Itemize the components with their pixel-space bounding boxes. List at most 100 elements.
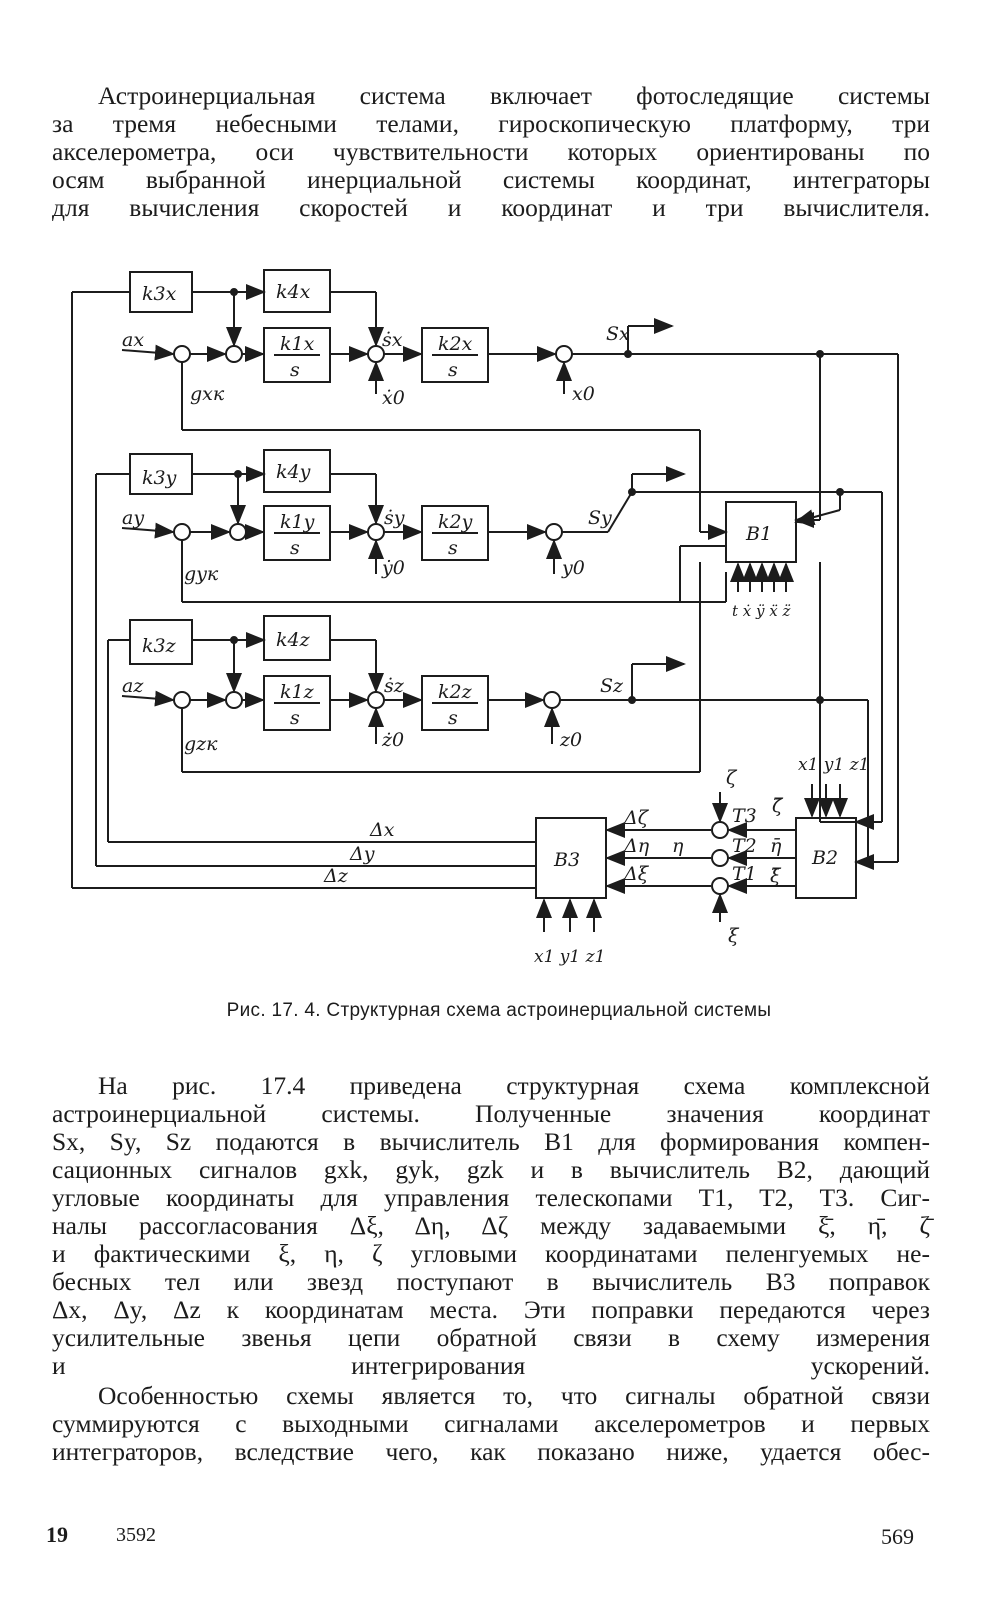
- text-line: усилительные звенья цепи обратной связи …: [52, 1323, 930, 1352]
- sum-node: [173, 523, 191, 541]
- label-k4y: k4y: [276, 461, 311, 483]
- label-k4z: k4z: [276, 629, 311, 651]
- label-zeta-bar: ζ̄: [772, 795, 784, 817]
- text-line: интеграторов, вследствие чего, как показ…: [52, 1437, 930, 1466]
- sum-node: [229, 523, 247, 541]
- label-sz: Sz: [600, 675, 624, 697]
- text-line: бесных тел или звезд поступают в вычисли…: [52, 1267, 930, 1296]
- sum-node: [545, 523, 563, 541]
- label-ax: ax: [122, 329, 144, 351]
- label-y0: y0: [561, 557, 585, 579]
- text-line: акселерометра, оси чувствительности кото…: [52, 137, 930, 166]
- label-dx: Δx: [369, 819, 395, 841]
- label-xi: ξ: [728, 925, 740, 947]
- label-dz: Δz: [323, 865, 349, 887]
- label-dy: Δy: [349, 843, 375, 865]
- text-line: и фактическими ξ, η, ζ угловыми координа…: [52, 1239, 930, 1268]
- z-channel: [108, 562, 869, 862]
- label-y0-dot: ẏ0: [381, 557, 405, 579]
- label-eta-bar: η̄: [770, 835, 782, 857]
- label-t2: T2: [732, 835, 757, 857]
- label-k4x: k4x: [276, 281, 311, 303]
- label-b2-inputs: x1 y1 z1: [798, 755, 869, 775]
- page-number: 569: [881, 1524, 914, 1549]
- label-z0: z0: [559, 729, 582, 751]
- text-line: угловые координаты для управления телеск…: [52, 1183, 930, 1212]
- label-b1-inputs: t ẋ ÿ ẍ z̈: [732, 602, 791, 620]
- label-x0: x0: [572, 383, 595, 405]
- text-line: На рис. 17.4 приведена структурная схема…: [98, 1071, 930, 1100]
- label-dzeta: Δζ: [623, 807, 650, 829]
- label-k2y: k2y: [438, 511, 473, 533]
- label-deta: Δη: [623, 835, 650, 857]
- label-dxi: Δξ: [623, 863, 650, 885]
- label-az: az: [122, 675, 144, 697]
- y-channel: [96, 449, 883, 830]
- body-paragraph: Особенностью схемы является то, что сигн…: [52, 1382, 930, 1466]
- body-paragraph: На рис. 17.4 приведена структурная схема…: [52, 1072, 930, 1380]
- text-line: осям выбранной инерциальной системы коор…: [52, 165, 930, 194]
- block-k3z: [129, 619, 193, 665]
- label-sx: Sx: [606, 323, 630, 345]
- feedback-lines: [71, 292, 536, 889]
- sum-node: [173, 691, 191, 709]
- label-z0-dot: ż0: [381, 729, 404, 751]
- label-xi-bar: ξ̄: [770, 865, 782, 887]
- label-sy-dot: ṡy: [384, 507, 405, 529]
- label-t3: T3: [732, 805, 757, 827]
- text-line: для вычисления скоростей и координат и т…: [52, 193, 930, 222]
- block-diagram: k3x k4x k1x s k2x s ax gxк ṡx ẋ0 x0 Sx k…: [71, 269, 899, 967]
- sum-node: [555, 345, 573, 363]
- text-line: Астроинерциальная система включает фотос…: [98, 81, 930, 110]
- label-k1x: k1x: [280, 333, 315, 355]
- label-b2: B2: [811, 847, 838, 869]
- b2-inputs: [804, 784, 848, 818]
- signature-mark: 19: [46, 1522, 68, 1547]
- x-channel: [72, 269, 899, 870]
- sum-node: [367, 691, 385, 709]
- label-gxk: gxк: [190, 383, 225, 405]
- label-k3x: k3x: [142, 283, 177, 305]
- label-t1: T1: [732, 863, 757, 885]
- label-s: s: [448, 707, 458, 729]
- sum-node: [173, 345, 191, 363]
- sum-node: [225, 691, 243, 709]
- label-b3: B3: [553, 849, 580, 871]
- label-k1y: k1y: [280, 511, 315, 533]
- b3-inputs: [536, 898, 602, 932]
- label-eta: η: [672, 835, 684, 857]
- sum-node: [367, 523, 385, 541]
- label-x0-dot: ẋ0: [382, 387, 405, 409]
- label-s: s: [448, 537, 458, 559]
- text-line: суммируются с выходными сигналами акселе…: [52, 1409, 930, 1438]
- figure-caption: Рис. 17. 4. Структурная схема астроинерц…: [226, 1000, 772, 1021]
- label-k3y: k3y: [142, 467, 177, 489]
- text-line: налы рассогласования Δξ, Δη, Δζ между за…: [52, 1211, 930, 1240]
- text-line: сационных сигналов gxk, gyk, gzk и в выч…: [52, 1155, 930, 1184]
- text-line: астроинерциальной системы. Полученные зн…: [52, 1099, 930, 1128]
- label-sz-dot: ṡz: [384, 675, 405, 697]
- label-sx-dot: ṡx: [382, 329, 403, 351]
- text-line: за тремя небесными телами, гироскопическ…: [52, 109, 930, 138]
- label-s: s: [290, 537, 300, 559]
- label-k2z: k2z: [438, 681, 473, 703]
- label-k1z: k1z: [280, 681, 315, 703]
- label-s: s: [290, 707, 300, 729]
- text-line: и интегрирования ускорений.: [52, 1351, 930, 1380]
- label-b1: B1: [745, 523, 772, 545]
- print-code: 3592: [116, 1524, 156, 1546]
- label-b3-inputs: x1 y1 z1: [534, 947, 605, 967]
- label-zeta: ζ: [726, 767, 738, 789]
- label-k3z: k3z: [142, 635, 177, 657]
- intro-paragraph: Астроинерциальная система включает фотос…: [52, 82, 930, 222]
- sum-node: [225, 345, 243, 363]
- label-gyk: gyк: [184, 563, 219, 585]
- b1-input-arrows: [730, 562, 794, 592]
- label-k2x: k2x: [438, 333, 473, 355]
- label-sy: Sy: [588, 507, 612, 529]
- text-line: Sx, Sy, Sz подаются в вычислитель B1 для…: [52, 1127, 930, 1156]
- text-line: Особенностью схемы является то, что сигн…: [98, 1381, 930, 1410]
- label-gzk: gzк: [184, 733, 218, 755]
- label-s: s: [290, 359, 300, 381]
- label-s: s: [448, 359, 458, 381]
